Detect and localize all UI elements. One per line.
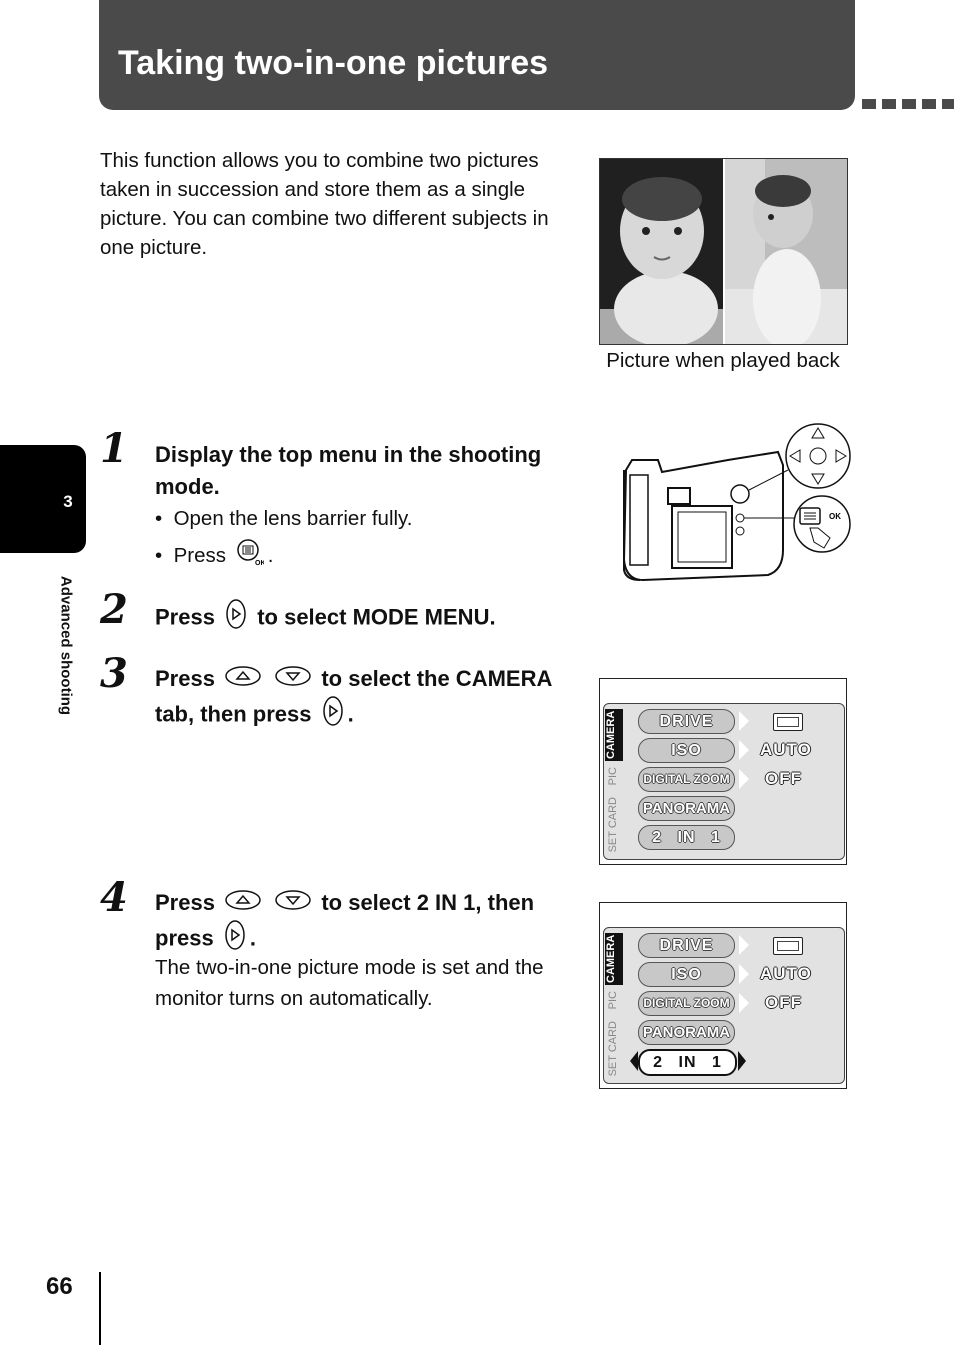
step-number-3: 3 xyxy=(100,650,128,697)
step-2-title: Press to select MODE MENU. xyxy=(155,599,585,638)
lcd-item-digital-zoom: DIGITAL ZOOM xyxy=(638,991,735,1016)
intro-paragraph: This function allows you to combine two … xyxy=(100,149,549,259)
select-right-arrow-icon xyxy=(738,1051,746,1071)
two-in-one-photo xyxy=(599,158,848,345)
header-dots-decoration xyxy=(862,99,954,109)
lcd-tab-card: CARD xyxy=(607,797,619,829)
step-3-title: Press to select the CAMERA tab, then pre… xyxy=(155,663,585,735)
chapter-number: 3 xyxy=(63,492,73,511)
lcd-item-iso: ISO xyxy=(638,962,735,987)
lcd-item-drive: DRIVE xyxy=(638,933,735,958)
step-4-title: Press to select 2 IN 1, then press . xyxy=(155,887,585,959)
lcd-tab-set: SET xyxy=(607,831,619,853)
page-number: 66 xyxy=(46,1273,73,1300)
step-1-bullet-2: • Press OK . xyxy=(155,538,273,575)
step-1-bullet-1: • Open the lens barrier fully. xyxy=(155,507,413,530)
lcd-item-iso: ISO xyxy=(638,738,735,763)
lcd-item-panorama: PANORAMA xyxy=(638,796,735,821)
camera-back-diagram: OK xyxy=(618,420,853,585)
lcd-value-iso: AUTO xyxy=(760,740,812,759)
ok-label: OK xyxy=(829,512,841,521)
lcd-tab-camera: CAMERA xyxy=(605,933,623,985)
lcd-value-digital-zoom: OFF xyxy=(765,769,802,788)
lcd-tab-camera: CAMERA xyxy=(605,709,623,761)
step-number-2: 2 xyxy=(100,586,128,633)
footer-divider xyxy=(99,1272,101,1345)
step-1-title: Display the top menu in the shooting mod… xyxy=(155,442,542,499)
lcd-item-panorama: PANORAMA xyxy=(638,1020,735,1045)
select-left-arrow-icon xyxy=(630,1051,638,1071)
arrow-down-button-icon xyxy=(275,888,311,920)
lcd-tab-card: CARD xyxy=(607,1021,619,1053)
section-header: Taking two-in-one pictures xyxy=(99,0,855,110)
step-4-body: The two-in-one picture mode is set and t… xyxy=(155,956,544,1010)
drive-single-icon xyxy=(773,937,803,955)
svg-text:OK: OK xyxy=(255,560,264,566)
lcd-item-2in1: 2 IN 1 xyxy=(638,825,735,850)
photo-caption: Picture when played back xyxy=(606,349,840,372)
lcd-item-2in1-selected: 2 IN 1 xyxy=(638,1049,737,1076)
arrow-right-button-icon xyxy=(322,696,344,735)
lcd-item-drive: DRIVE xyxy=(638,709,735,734)
lcd-value-digital-zoom: OFF xyxy=(765,993,802,1012)
lcd-menu-screen-2: CAMERA PIC CARD SET DRIVE ISO AUTO DIGIT… xyxy=(599,902,847,1089)
lcd-menu-screen-1: CAMERA PIC CARD SET DRIVE ISO AUTO DIGIT… xyxy=(599,678,847,865)
arrow-right-button-icon xyxy=(224,920,246,959)
step-number-4: 4 xyxy=(100,874,128,921)
lcd-tab-pic: PIC xyxy=(607,991,619,1010)
page-title: Taking two-in-one pictures xyxy=(118,44,549,82)
arrow-right-button-icon xyxy=(225,599,247,638)
chapter-tab xyxy=(0,445,86,553)
step-number-1: 1 xyxy=(100,425,128,472)
lcd-item-digital-zoom: DIGITAL ZOOM xyxy=(638,767,735,792)
menu-ok-button-icon: OK xyxy=(236,538,265,575)
arrow-down-button-icon xyxy=(275,664,311,696)
lcd-value-iso: AUTO xyxy=(760,964,812,983)
lcd-tab-pic: PIC xyxy=(607,767,619,786)
chapter-side-label: Advanced shooting xyxy=(57,575,75,716)
drive-single-icon xyxy=(773,713,803,731)
arrow-up-button-icon xyxy=(225,888,261,920)
arrow-up-button-icon xyxy=(225,664,261,696)
lcd-tab-set: SET xyxy=(607,1055,619,1077)
